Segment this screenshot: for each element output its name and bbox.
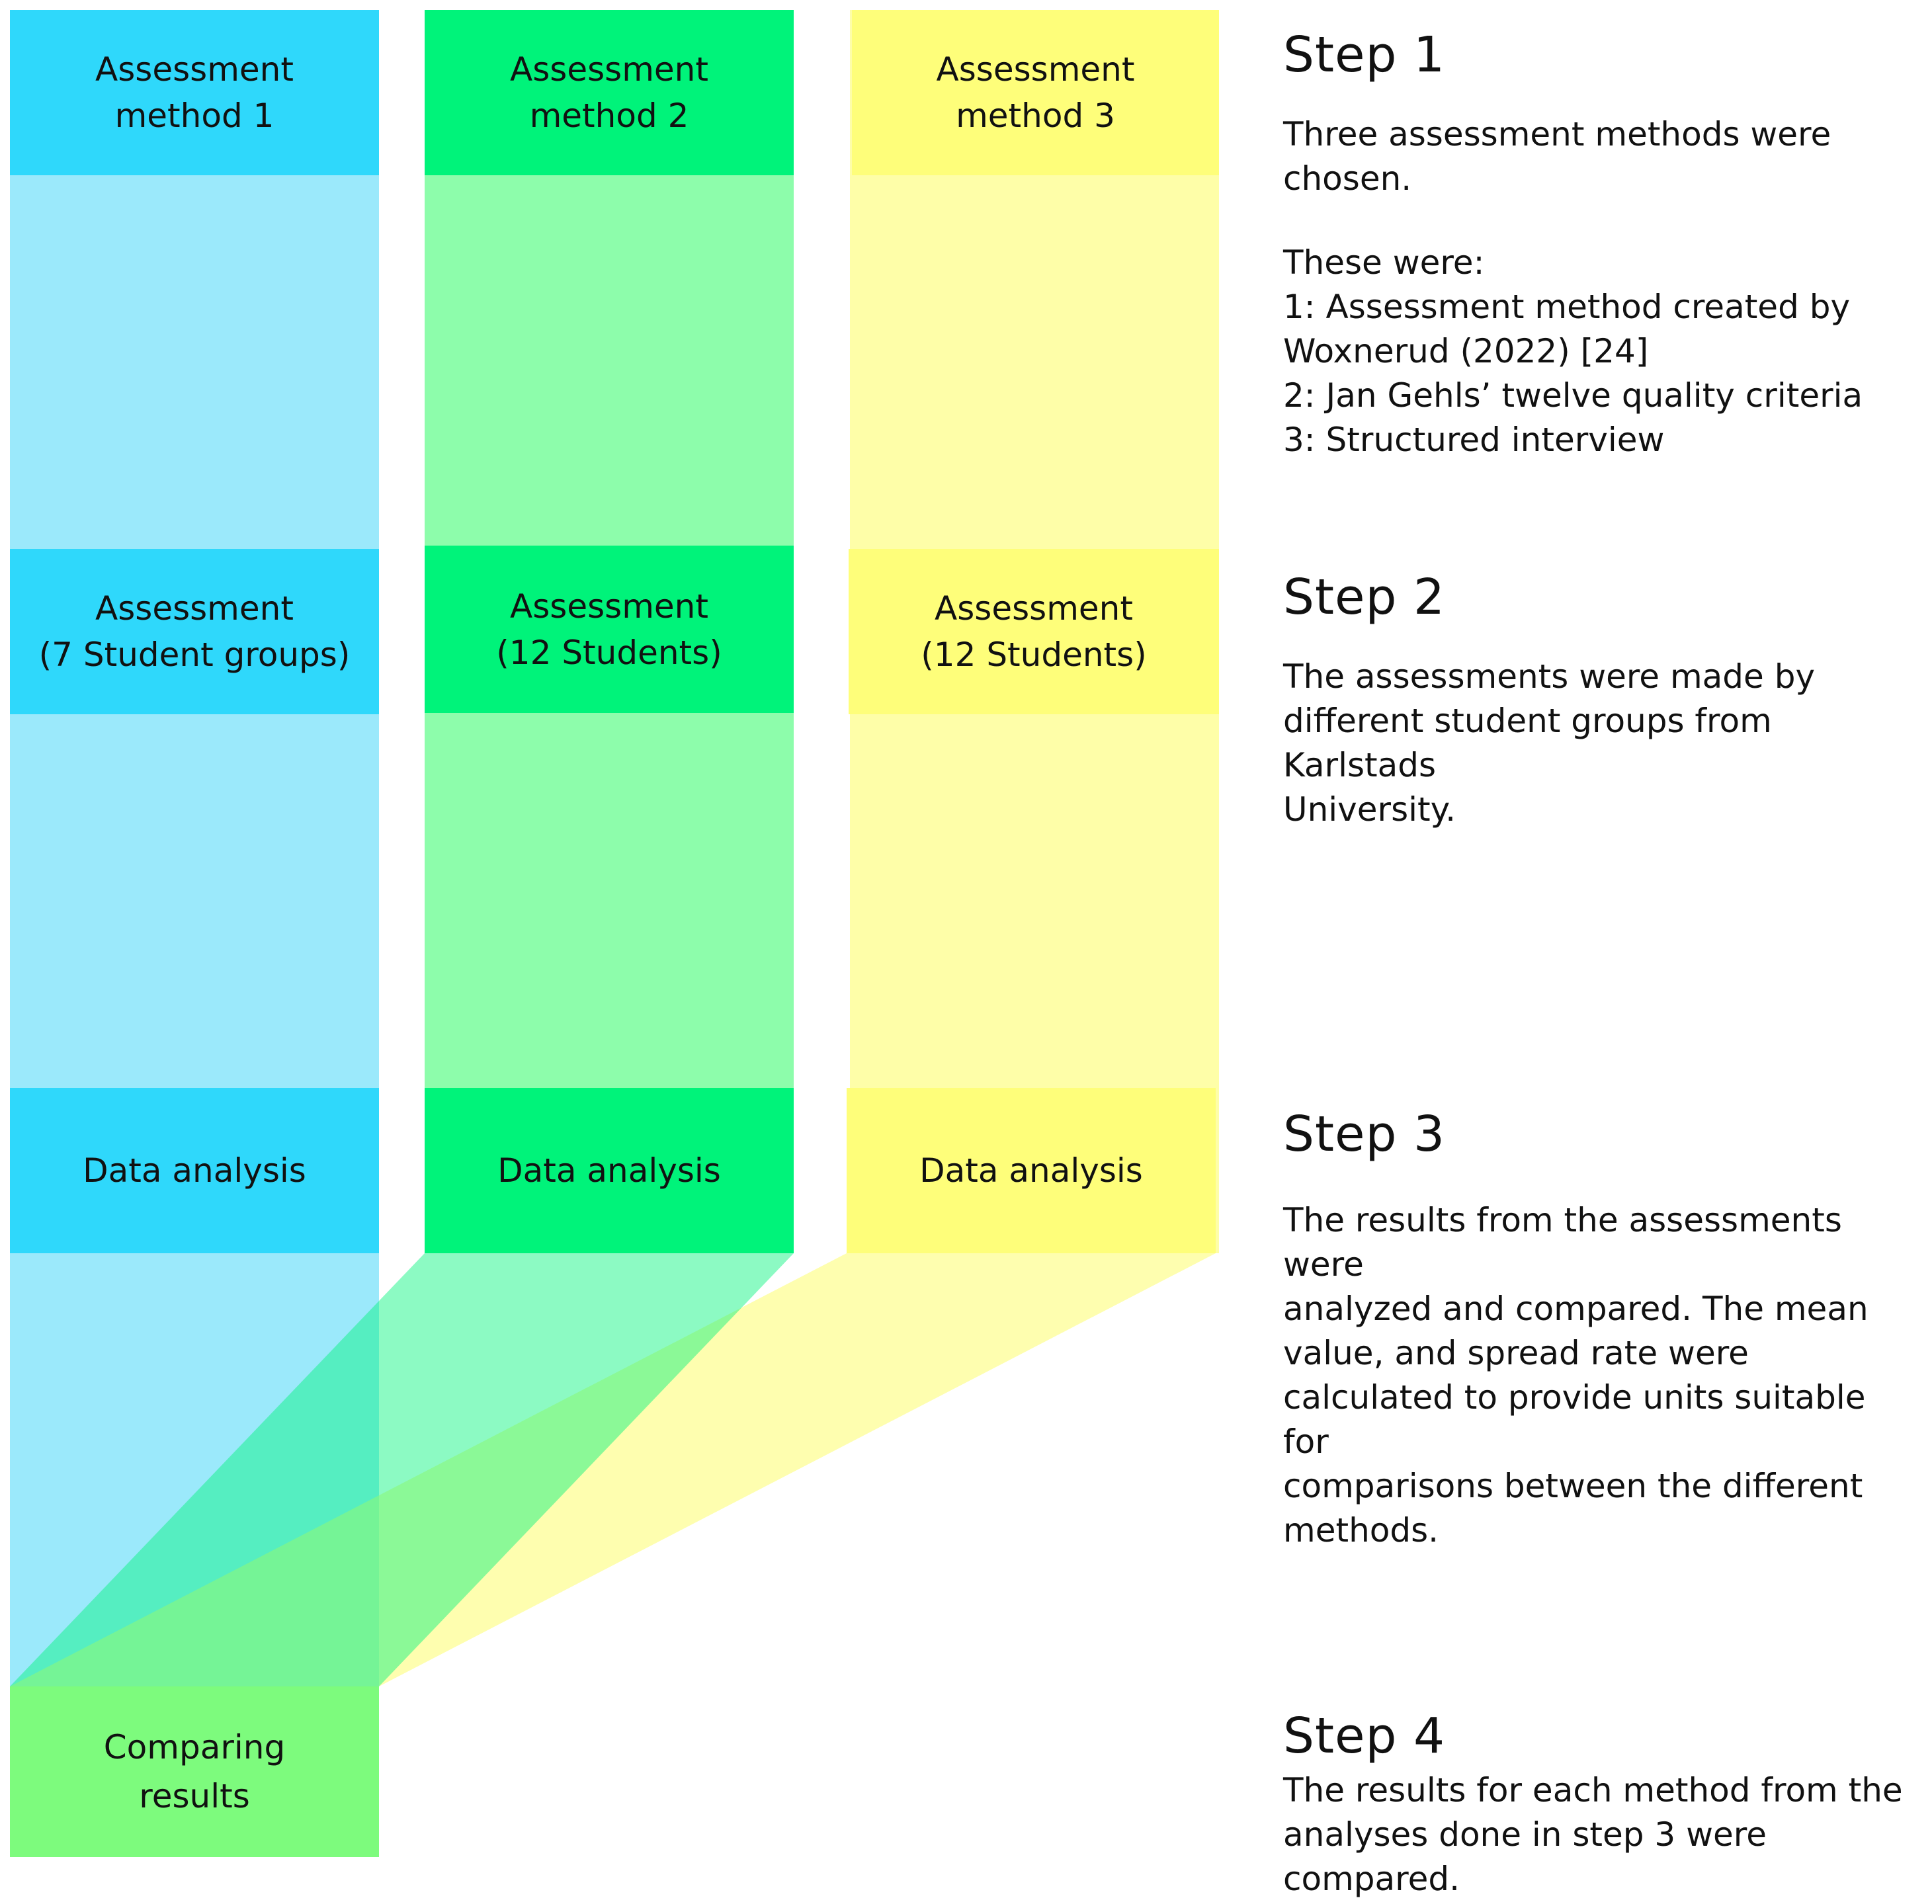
step-1-list: These were: 1: Assessment method created…: [1283, 243, 1863, 459]
method-1-analysis-label: Data analysis: [83, 1151, 306, 1190]
step-3-title: Step 3: [1283, 1106, 1446, 1163]
method-2-analysis-label: Data analysis: [497, 1151, 721, 1190]
comparing-results-box: [10, 1686, 379, 1857]
step-3-block: Step 3 The results from the assessments …: [1283, 1104, 1918, 1553]
step-4-title: Step 4: [1283, 1708, 1446, 1764]
method-2-analysis-box: [425, 1088, 794, 1253]
method-1-column: [10, 10, 379, 1686]
step-2-title: Step 2: [1283, 569, 1446, 626]
method-1-header-label: Assessment method 1: [95, 50, 294, 135]
step-1-text: Three assessment methods were chosen.: [1283, 115, 1831, 198]
method-3-assessment-box: [849, 549, 1219, 714]
method-3-assessment-label: Assessment (12 Students): [921, 589, 1147, 674]
method-1-assessment-box: [10, 549, 379, 714]
step-2-block: Step 2 The assessments were made by diff…: [1283, 567, 1918, 832]
step-4-text: The results for each method from the ana…: [1283, 1771, 1903, 1898]
method-1-analysis-box: [10, 1088, 379, 1253]
method-2-assessment-label: Assessment (12 Students): [496, 587, 722, 672]
method-3-funnel: [10, 1253, 1216, 1686]
method-3-analysis-box: [847, 1088, 1216, 1253]
step-2-text: The assessments were made by different s…: [1283, 657, 1816, 829]
comparing-results-label: Comparing results: [103, 1728, 286, 1815]
method-2-header-label: Assessment method 2: [510, 50, 708, 135]
step-1-title: Step 1: [1283, 26, 1446, 83]
method-2-assessment-box: [425, 546, 794, 713]
method-3-header-label: Assessment method 3: [936, 50, 1135, 135]
step-1-block: Step 1 Three assessment methods were cho…: [1283, 25, 1918, 462]
step-3-text: The results from the assessments were an…: [1283, 1201, 1869, 1550]
method-3-header-box: [852, 10, 1219, 175]
method-2-funnel: [10, 1253, 794, 1686]
method-2-header-box: [425, 10, 794, 175]
step-4-block: Step 4 The results for each method from …: [1283, 1706, 1918, 1901]
method-3-analysis-label: Data analysis: [919, 1151, 1143, 1190]
method-1-assessment-label: Assessment (7 Student groups): [38, 589, 351, 674]
method-1-header-box: [10, 10, 379, 175]
